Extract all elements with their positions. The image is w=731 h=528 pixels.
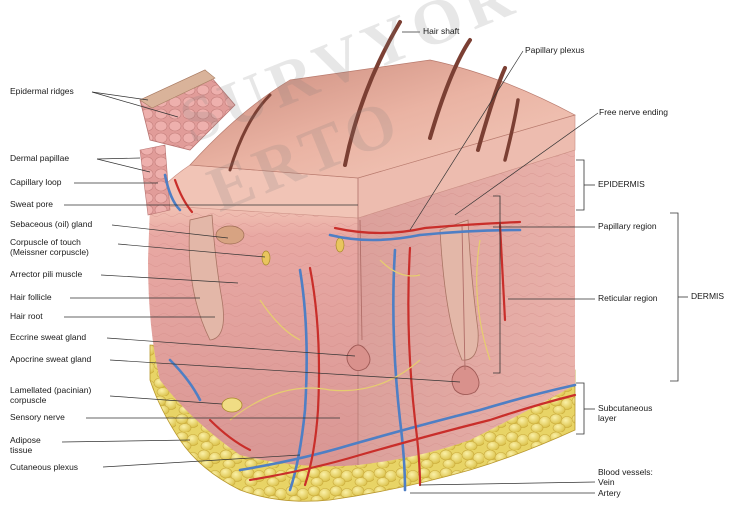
- label-lamellated-corpuscle-2: corpuscle: [10, 396, 46, 406]
- label-reticular-region: Reticular region: [598, 294, 658, 304]
- label-cutaneous-plexus: Cutaneous plexus: [10, 463, 78, 473]
- lamellated-corpuscle: [222, 398, 242, 412]
- label-capillary-loop: Capillary loop: [10, 178, 62, 188]
- label-free-nerve-ending: Free nerve ending: [599, 108, 668, 118]
- label-eccrine-sweat-gland: Eccrine sweat gland: [10, 333, 86, 343]
- label-epidermal-ridges: Epidermal ridges: [10, 87, 74, 97]
- label-papillary-region: Papillary region: [598, 222, 657, 232]
- label-hair-shaft: Hair shaft: [423, 27, 459, 37]
- label-apocrine-sweat-gland: Apocrine sweat gland: [10, 355, 91, 365]
- label-epidermis: EPIDERMIS: [598, 180, 645, 190]
- label-vein: Vein: [598, 478, 615, 488]
- label-dermal-papillae: Dermal papillae: [10, 154, 69, 164]
- label-artery: Artery: [598, 489, 621, 499]
- label-subcutaneous-layer: layer: [598, 414, 616, 424]
- label-dermis: DERMIS: [691, 292, 724, 302]
- label-hair-follicle: Hair follicle: [10, 293, 52, 303]
- label-sebaceous-gland: Sebaceous (oil) gland: [10, 220, 92, 230]
- label-meissner-corpuscle: (Meissner corpuscle): [10, 248, 89, 258]
- label-sweat-pore: Sweat pore: [10, 200, 53, 210]
- label-papillary-plexus: Papillary plexus: [525, 46, 585, 56]
- label-sensory-nerve: Sensory nerve: [10, 413, 65, 423]
- label-hair-root: Hair root: [10, 312, 43, 322]
- label-arrector-pili: Arrector pili muscle: [10, 270, 82, 280]
- label-adipose-tissue: tissue: [10, 446, 32, 456]
